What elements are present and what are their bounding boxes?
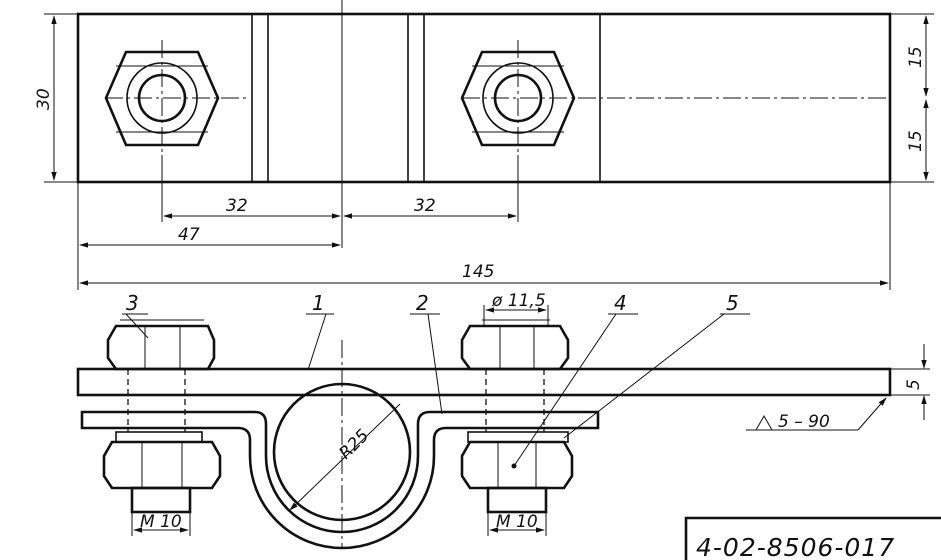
nut-right — [460, 50, 576, 147]
bolt-right: M 10 ø 11,5 — [460, 291, 574, 536]
dim-hole-diameter: ø 11,5 — [491, 291, 546, 311]
dim-height-total: 30 — [34, 88, 54, 110]
side-view: R25 M 10 — [76, 291, 930, 550]
dim-half-bottom: 15 — [906, 130, 926, 152]
title-block: 4-02-8506-017 — [684, 516, 941, 560]
dim-spacing-a: 32 — [226, 196, 248, 216]
dim-spacing-b: 32 — [414, 196, 436, 216]
bolt-left: M 10 — [102, 319, 222, 536]
drawing-number: 4-02-8506-017 — [696, 533, 895, 560]
callout-2: 2 — [416, 291, 429, 315]
plate-outline — [76, 12, 892, 184]
weld-note: 5 – 90 — [778, 412, 830, 432]
top-plate — [76, 367, 892, 397]
nut-left — [104, 50, 220, 147]
dim-half-top: 15 — [906, 46, 926, 68]
callout-4: 4 — [614, 291, 627, 315]
dim-bolt-a: M 10 — [140, 512, 182, 532]
pipe-clamp — [80, 410, 600, 550]
dim-offset: 47 — [178, 225, 200, 245]
dim-bolt-b: M 10 — [496, 512, 538, 532]
dim-pipe-radius: R25 — [335, 426, 373, 464]
callout-3: 3 — [126, 291, 139, 315]
callout-1: 1 — [312, 291, 325, 315]
dim-length-total: 145 — [462, 262, 494, 282]
weld-symbol-icon — [755, 414, 773, 431]
dim-plate-thickness: 5 — [904, 379, 924, 390]
callout-5: 5 — [726, 291, 739, 315]
top-view: 30 15 15 32 32 47 145 — [34, 0, 934, 290]
